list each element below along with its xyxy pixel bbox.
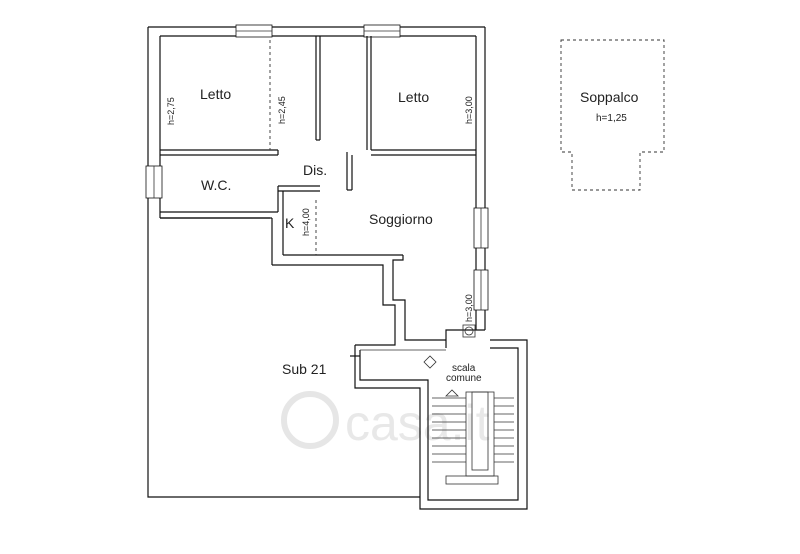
room-label-letto-right: Letto [398, 89, 429, 105]
room-label-dis: Dis. [303, 162, 327, 178]
stairwell [354, 324, 528, 510]
height-label-letto-right: h=3,00 [464, 96, 474, 124]
room-label-soppalco: Soppalco [580, 89, 639, 105]
height-label-letto-mid: h=2,45 [277, 96, 287, 124]
soppalco-outline [560, 39, 665, 191]
room-label-sub21: Sub 21 [282, 361, 327, 377]
room-label-wc: W.C. [201, 177, 231, 193]
stair-treads-right [494, 397, 514, 463]
height-label-letto-left: h=2,75 [166, 97, 176, 125]
room-label-soggiorno: Soggiorno [369, 211, 433, 227]
watermark-text: casa.it [345, 395, 490, 451]
height-label-soggiorno: h=3,00 [464, 294, 474, 322]
windows [145, 24, 489, 311]
room-label-scala: scala [452, 363, 476, 374]
interior-walls [160, 36, 485, 357]
watermark: casa.it [281, 391, 490, 451]
height-label-k: h=4,00 [301, 208, 311, 236]
room-label-letto-left: Letto [200, 86, 231, 102]
dashed-lines [269, 40, 317, 255]
room-label-k: K [285, 215, 295, 231]
height-label-soppalco: h=1,25 [596, 113, 627, 124]
outer-walls [147, 26, 486, 498]
room-label-comune: comune [446, 373, 482, 384]
stair-treads-left [432, 397, 466, 463]
